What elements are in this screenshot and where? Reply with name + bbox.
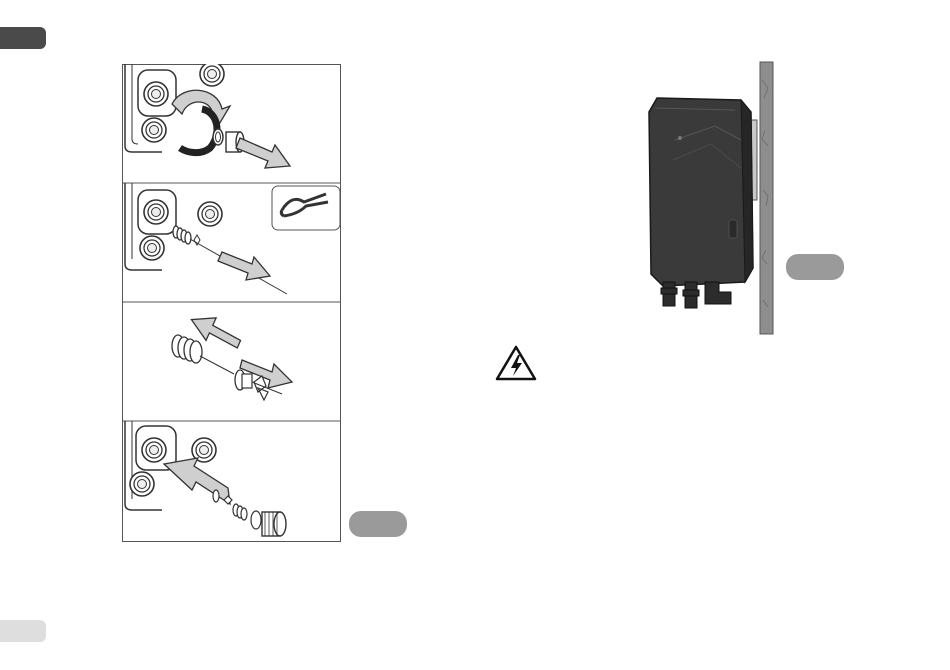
step-3-separate-parts: [172, 314, 292, 400]
step-pill-left: [349, 511, 407, 537]
device-illustration: [615, 60, 785, 340]
wall-mounted-device-figure: [615, 60, 785, 340]
step-4-reassemble: [125, 421, 286, 536]
page-tab-bottom: [0, 620, 46, 642]
maintenance-steps-panel: [122, 64, 341, 542]
steps-illustration: [122, 64, 341, 542]
step-2-pull-cartridge: [125, 183, 340, 294]
step-1-unscrew: [125, 64, 290, 168]
page-tab-top: [0, 27, 46, 49]
electrical-hazard-icon: [495, 345, 537, 381]
figure-pill-right: [786, 254, 844, 280]
